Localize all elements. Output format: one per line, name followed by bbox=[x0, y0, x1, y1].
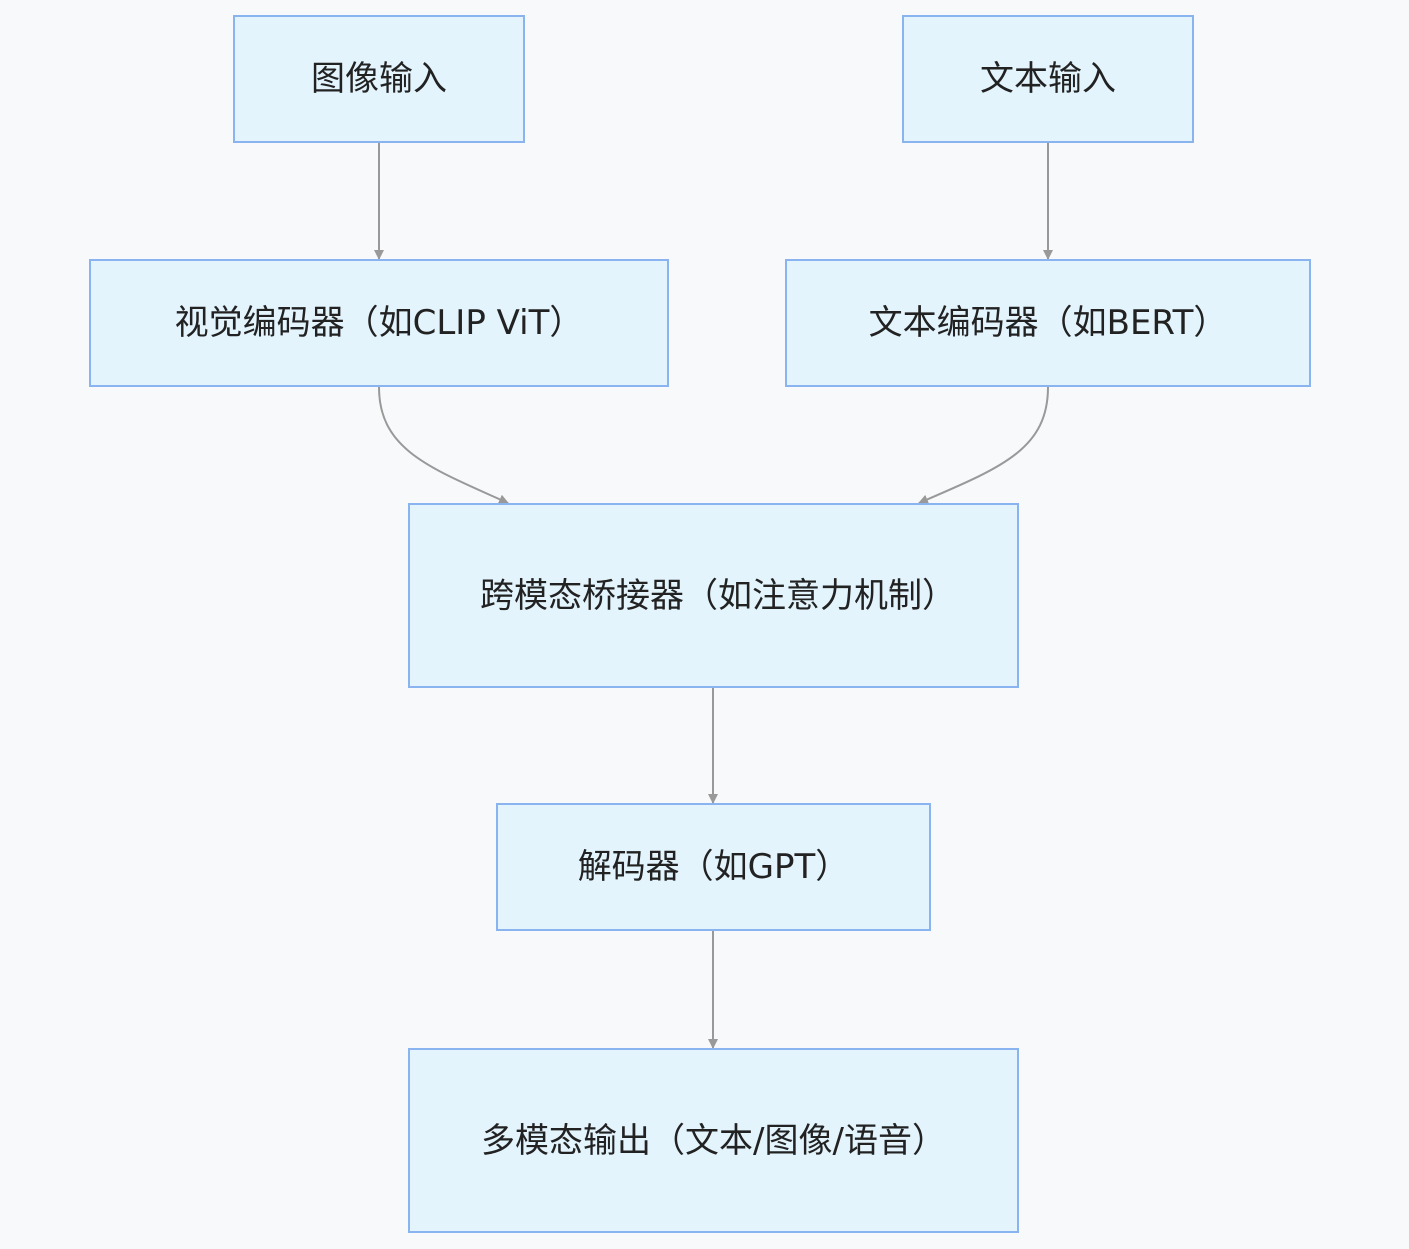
decoder-node: 解码器（如GPT） bbox=[496, 803, 931, 931]
image-input-label: 图像输入 bbox=[311, 59, 447, 99]
edge-text-encoder-to-bridge bbox=[918, 386, 1049, 505]
text-input-label: 文本输入 bbox=[980, 59, 1116, 99]
text-input-node: 文本输入 bbox=[902, 15, 1194, 143]
cross-modal-bridge-node: 跨模态桥接器（如注意力机制） bbox=[408, 503, 1019, 688]
edge-vision-encoder-to-bridge bbox=[378, 386, 509, 504]
text-encoder-node: 文本编码器（如BERT） bbox=[785, 259, 1311, 387]
cross-modal-bridge-label: 跨模态桥接器（如注意力机制） bbox=[480, 575, 956, 616]
text-encoder-label: 文本编码器（如BERT） bbox=[868, 303, 1228, 343]
image-input-node: 图像输入 bbox=[233, 15, 525, 143]
multimodal-output-node: 多模态输出（文本/图像/语音） bbox=[408, 1048, 1019, 1233]
vision-encoder-node: 视觉编码器（如CLIP ViT） bbox=[89, 259, 669, 387]
multimodal-output-label: 多模态输出（文本/图像/语音） bbox=[481, 1120, 946, 1161]
vision-encoder-label: 视觉编码器（如CLIP ViT） bbox=[174, 303, 584, 343]
decoder-label: 解码器（如GPT） bbox=[577, 847, 850, 887]
